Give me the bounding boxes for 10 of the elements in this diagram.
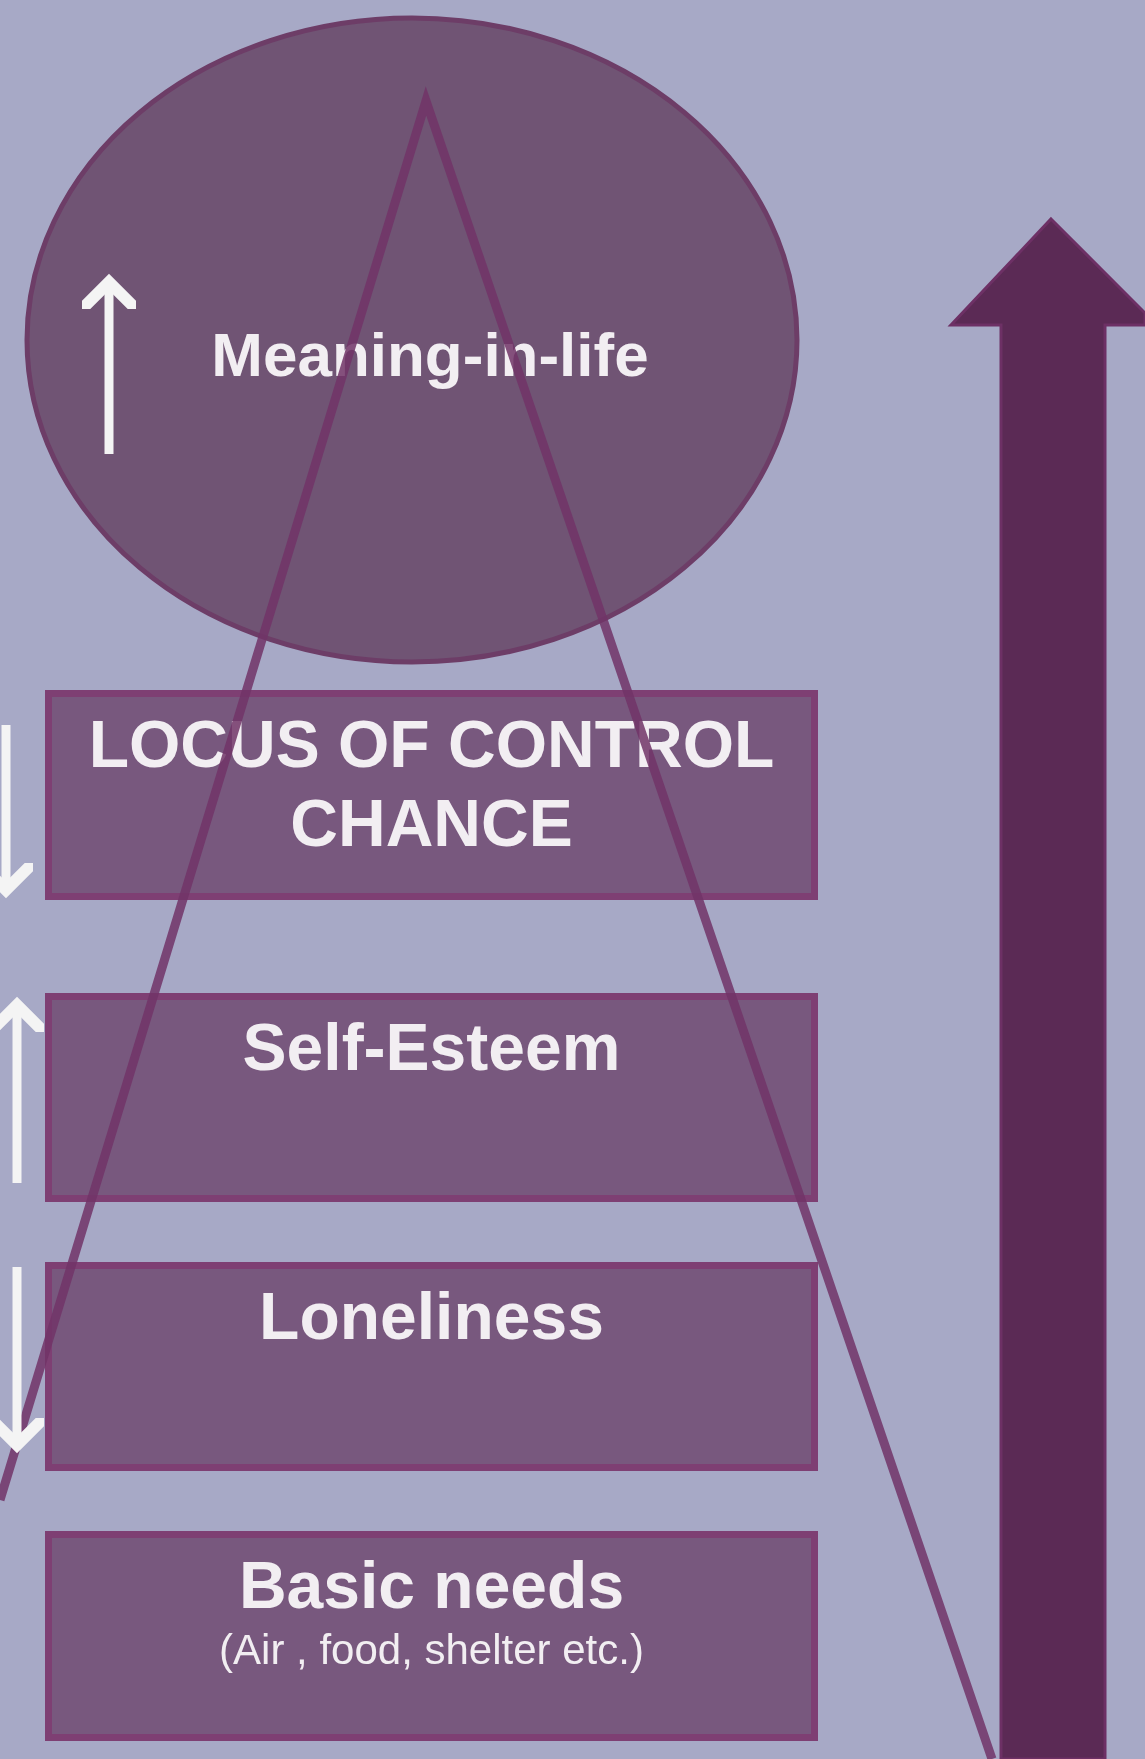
level-title: Basic needs xyxy=(238,1547,625,1624)
level-box xyxy=(45,1531,818,1741)
level-box xyxy=(45,690,818,900)
level-title: Loneliness xyxy=(259,1278,604,1355)
level-title: Self-Esteem xyxy=(242,1009,621,1086)
level-title: LOCUS OF CONTROL CHANCE xyxy=(87,706,776,863)
level-box xyxy=(45,993,818,1202)
level-title: Meaning-in-life xyxy=(211,318,649,391)
level-note: (Air , food, shelter etc.) xyxy=(219,1625,644,1676)
level-box xyxy=(45,1262,818,1471)
